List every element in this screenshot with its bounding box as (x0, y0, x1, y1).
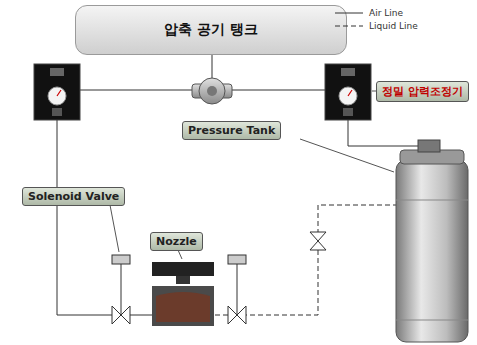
legend-sample (335, 9, 363, 17)
manual-valve (310, 232, 326, 250)
legend-sample (335, 22, 363, 30)
liquid-line (214, 205, 398, 315)
pressure-regulator (325, 64, 371, 120)
node-text: Nozzle (156, 235, 197, 248)
node-text: Solenoid Valve (28, 190, 119, 203)
legend-text: Air Line (369, 8, 403, 18)
node-text: 정밀 압력조정기 (382, 84, 463, 99)
node-text: Pressure Tank (188, 124, 275, 137)
nozzle-assembly (152, 262, 214, 326)
solenoid-callout: Solenoid Valve (22, 187, 125, 206)
legend: Air LineLiquid Line (335, 6, 418, 32)
nozzle-callout: Nozzle (150, 232, 203, 251)
pressure-tank-cylinder (396, 140, 468, 342)
regulator-callout: 정밀 압력조정기 (376, 81, 469, 102)
pressure-regulator (34, 64, 80, 120)
three-way-valve (192, 78, 232, 104)
legend-text: Liquid Line (369, 21, 418, 31)
tank-callout: Pressure Tank (182, 121, 281, 140)
air-line (57, 55, 428, 315)
solenoid-valve (228, 255, 246, 324)
leader-line (110, 91, 394, 259)
air-tank-box: 압축 공기 탱크 (75, 5, 347, 55)
solenoid-valve (112, 255, 130, 324)
node-text: 압축 공기 탱크 (164, 21, 258, 39)
legend-row: Liquid Line (335, 19, 418, 32)
legend-row: Air Line (335, 6, 418, 19)
